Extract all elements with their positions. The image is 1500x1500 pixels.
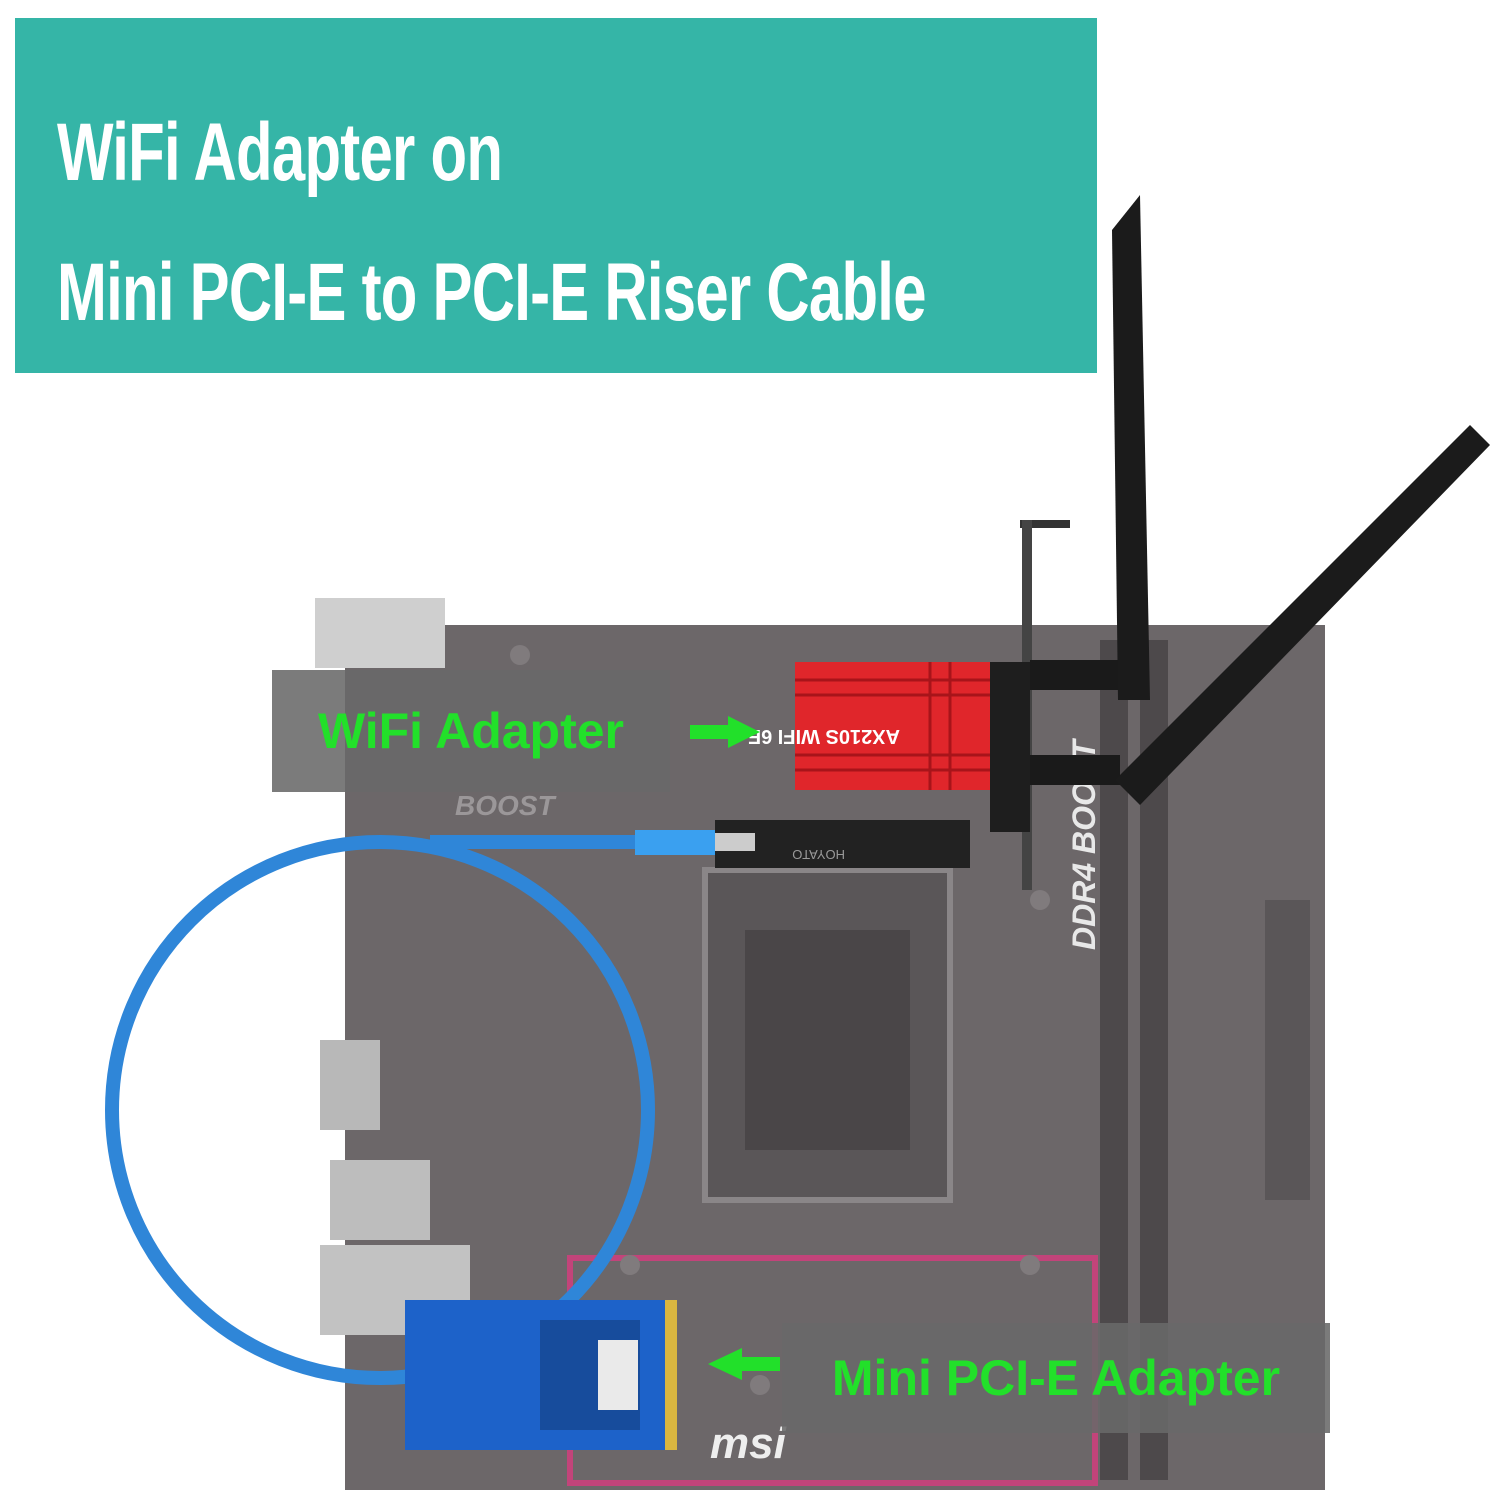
board-boost-text: BOOST (455, 790, 557, 821)
antenna-2 (1115, 425, 1490, 805)
mini-pcie-adapter-board (405, 1300, 677, 1450)
antenna-1 (1112, 195, 1150, 700)
wifi-card: AX210S WIFI 6E HOYATO (715, 195, 1490, 890)
arrow-to-wifi-icon (690, 716, 760, 748)
mini-pcie-adapter-callout: Mini PCI-E Adapter (782, 1323, 1330, 1433)
title-banner: WiFi Adapter on Mini PCI-E to PCI-E Rise… (15, 18, 1097, 373)
wifi-adapter-label: WiFi Adapter (317, 703, 625, 759)
mini-pcie-adapter-label: Mini PCI-E Adapter (831, 1350, 1281, 1406)
arrow-to-mini-pcie-icon (708, 1348, 780, 1380)
heatsink-text: AX210S WIFI 6E (748, 725, 900, 747)
riser-brand-text: HOYATO (792, 847, 845, 862)
wifi-adapter-callout: WiFi Adapter (272, 670, 670, 792)
title-line-1: WiFi Adapter on (57, 107, 503, 198)
board-brand-text: msi (710, 1419, 787, 1468)
title-line-2: Mini PCI-E to PCI-E Riser Cable (57, 247, 926, 338)
